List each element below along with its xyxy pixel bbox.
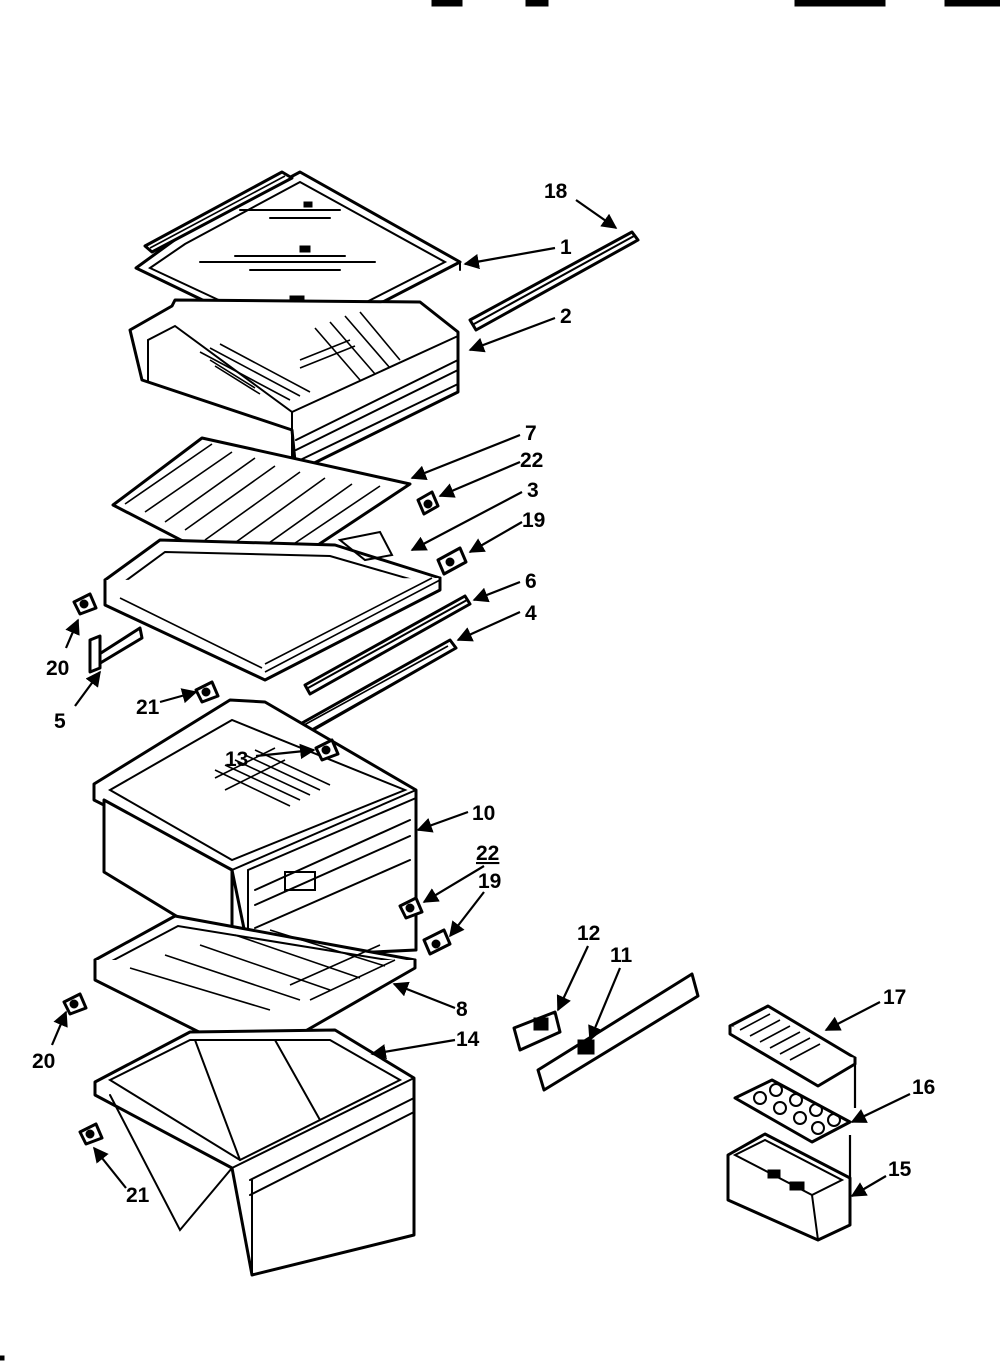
fastener-22-lower (398, 896, 424, 920)
part-2-upper-drawer-frame (128, 298, 460, 474)
callout-labels: 18 1 2 7 22 3 19 6 4 20 5 21 13 10 22 19… (32, 180, 935, 1207)
part-18-trim-strip (468, 230, 640, 332)
callout-20-upper: 20 (46, 657, 69, 680)
part-6-rail (303, 594, 472, 696)
callout-6: 6 (525, 570, 537, 593)
callout-3: 3 (527, 479, 539, 502)
fastener-21-upper (194, 680, 220, 704)
callout-22-lower: 22 (476, 842, 499, 865)
part-12-clip (512, 1010, 562, 1052)
part-17-egg-lid (728, 1004, 857, 1088)
callout-10: 10 (472, 802, 495, 825)
callout-19-upper: 19 (522, 509, 545, 532)
fastener-20-upper (72, 592, 98, 616)
leader-lines (50, 199, 911, 1197)
callout-4: 4 (525, 602, 537, 625)
callout-8: 8 (456, 998, 468, 1021)
callout-14: 14 (456, 1028, 480, 1051)
part-11-bracket (536, 972, 700, 1092)
callout-21-upper: 21 (136, 696, 160, 719)
callout-20-lower: 20 (32, 1050, 55, 1073)
callout-17: 17 (883, 986, 906, 1009)
fastener-13 (314, 738, 340, 762)
part-14-lower-crisper (93, 1028, 416, 1277)
scan-artifact (0, 1355, 5, 1361)
callout-22-upper: 22 (520, 449, 543, 472)
fastener-22-upper (416, 490, 440, 516)
callout-5: 5 (54, 710, 66, 733)
fastener-21-lower (78, 1122, 104, 1146)
callout-15: 15 (888, 1158, 912, 1181)
callout-1: 1 (560, 236, 572, 259)
callout-13: 13 (225, 748, 248, 771)
cropped-header-fragments (431, 0, 1000, 7)
fastener-19-lower (422, 928, 452, 956)
callout-12: 12 (577, 922, 600, 945)
part-16-egg-tray (733, 1078, 852, 1144)
part-5-left-rail (88, 626, 144, 674)
part-3-crisper-cover-frame (103, 530, 442, 682)
callout-7: 7 (525, 422, 537, 445)
callout-11: 11 (610, 944, 633, 967)
callout-19-lower: 19 (478, 870, 501, 893)
callout-21-lower: 21 (126, 1184, 150, 1207)
fastener-19-upper (436, 546, 468, 576)
callout-18: 18 (544, 180, 568, 203)
part-10-upper-crisper (92, 698, 418, 960)
fastener-20-lower (62, 992, 88, 1016)
callout-16: 16 (912, 1076, 935, 1099)
callout-2: 2 (560, 305, 572, 328)
part-15-egg-bin (726, 1132, 852, 1242)
part-8-lower-crisper-cover (93, 914, 417, 1062)
